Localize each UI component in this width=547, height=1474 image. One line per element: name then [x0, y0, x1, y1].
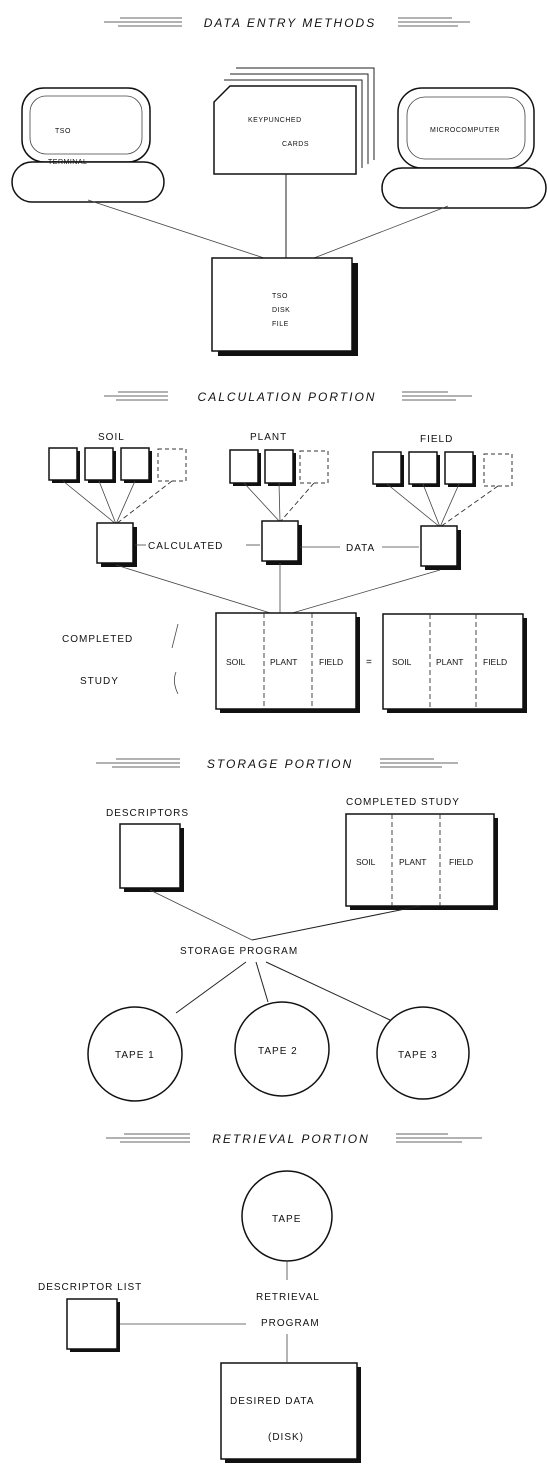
completed-study-table: SOIL PLANT FIELD	[216, 613, 360, 713]
label-study: STUDY	[80, 676, 119, 687]
keypunched-cards: KEYPUNCHED CARDS	[214, 68, 374, 174]
brace-bottom	[174, 672, 178, 694]
disk-file-label-1: TSO	[272, 293, 288, 300]
label-descriptor-list: DESCRIPTOR LIST	[38, 1282, 142, 1293]
tape-1-label: TAPE 1	[115, 1050, 155, 1061]
title-rule-right	[380, 759, 458, 767]
cards-label-2: CARDS	[282, 141, 309, 148]
tape-2: TAPE 2	[235, 1002, 329, 1096]
soil-inputs	[49, 448, 186, 524]
label-calculated: CALCULATED	[148, 541, 223, 552]
disk-label: (DISK)	[268, 1432, 304, 1443]
brace-top	[172, 624, 178, 648]
link-micro-disk	[314, 206, 448, 258]
retrieval-tape-label: TAPE	[272, 1214, 301, 1225]
tape-2-label: TAPE 2	[258, 1046, 298, 1057]
label-completed: COMPLETED	[62, 634, 133, 645]
microcomputer-label: MICROCOMPUTER	[430, 127, 500, 134]
section-data-entry: DATA ENTRY METHODS TSO TERMINAL KEYPUNCH…	[12, 16, 546, 356]
title-rule-left	[106, 1134, 190, 1142]
tso-terminal-label-1: TSO	[55, 128, 71, 135]
tso-terminal: TSO TERMINAL	[12, 88, 164, 202]
link-program-tape2	[256, 962, 268, 1002]
table2-cell-field: FIELD	[483, 657, 507, 667]
link-field-study	[282, 570, 440, 616]
title-rule-right	[396, 1134, 482, 1142]
section-title-storage: STORAGE PORTION	[207, 757, 353, 771]
section-retrieval: RETRIEVAL PORTION TAPE DESCRIPTOR LIST R…	[38, 1132, 482, 1463]
title-rule-left	[96, 759, 180, 767]
label-storage-program: STORAGE PROGRAM	[180, 946, 298, 957]
link-terminal-disk	[88, 200, 270, 260]
label-completed-study: COMPLETED STUDY	[346, 797, 460, 808]
storage-cell-plant: PLANT	[399, 857, 426, 867]
title-rule-left	[104, 392, 168, 400]
desired-data-label: DESIRED DATA	[230, 1396, 314, 1407]
tape-3-label: TAPE 3	[398, 1050, 438, 1061]
storage-cell-soil: SOIL	[356, 857, 376, 867]
table1-cell-field: FIELD	[319, 657, 343, 667]
completed-study-table-copy: SOIL PLANT FIELD	[383, 614, 527, 713]
section-title-data-entry: DATA ENTRY METHODS	[204, 16, 376, 30]
label-retrieval-program-2: PROGRAM	[261, 1318, 320, 1329]
tape-1: TAPE 1	[88, 1007, 182, 1101]
section-storage: STORAGE PORTION DESCRIPTORS COMPLETED ST…	[88, 757, 498, 1101]
descriptor-list-box	[67, 1299, 120, 1352]
table1-cell-soil: SOIL	[226, 657, 246, 667]
label-field: FIELD	[420, 434, 453, 445]
plant-inputs	[230, 450, 328, 522]
section-title-calculation: CALCULATION PORTION	[198, 390, 377, 404]
link-study-program	[252, 906, 420, 940]
title-rule-right	[402, 392, 472, 400]
title-rule-left	[104, 18, 182, 26]
label-soil: SOIL	[98, 432, 125, 443]
label-descriptors: DESCRIPTORS	[106, 808, 189, 819]
table1-cell-plant: PLANT	[270, 657, 297, 667]
cards-label-1: KEYPUNCHED	[248, 117, 302, 124]
disk-file-label-2: DISK	[272, 307, 290, 314]
table2-cell-plant: PLANT	[436, 657, 463, 667]
descriptors-box	[120, 824, 184, 892]
section-calculation: CALCULATION PORTION SOIL PLANT FIELD	[49, 390, 527, 713]
retrieval-tape: TAPE	[242, 1171, 332, 1261]
link-soil-study	[116, 565, 280, 616]
table2-cell-soil: SOIL	[392, 657, 412, 667]
microcomputer: MICROCOMPUTER	[382, 88, 546, 208]
disk-file-label-3: FILE	[272, 321, 289, 328]
tso-terminal-label-2: TERMINAL	[48, 159, 87, 166]
tso-disk-file: TSO DISK FILE	[212, 258, 358, 356]
equals-sign: =	[366, 657, 373, 668]
link-program-tape1	[176, 962, 246, 1013]
storage-study-table: SOIL PLANT FIELD	[346, 814, 498, 910]
storage-cell-field: FIELD	[449, 857, 473, 867]
section-title-retrieval: RETRIEVAL PORTION	[212, 1132, 370, 1146]
label-retrieval-program-1: RETRIEVAL	[256, 1292, 320, 1303]
title-rule-right	[398, 18, 470, 26]
link-descriptors-program	[150, 890, 252, 940]
label-plant: PLANT	[250, 432, 287, 443]
tape-3: TAPE 3	[377, 1007, 469, 1099]
field-inputs	[373, 452, 512, 527]
label-data: DATA	[346, 543, 375, 554]
desired-data-box: DESIRED DATA (DISK)	[221, 1363, 361, 1463]
